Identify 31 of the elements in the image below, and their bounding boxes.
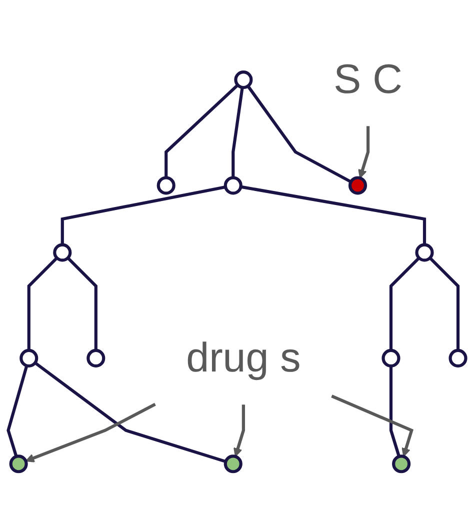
node-circle: [224, 176, 242, 195]
connector: [6, 365, 28, 457]
node-circle: [20, 348, 38, 368]
node-circle: [9, 454, 28, 474]
connector: [240, 185, 426, 245]
node-circle: [392, 454, 411, 474]
node-text: drug s: [186, 336, 301, 381]
node-circle: [348, 176, 368, 195]
connector: [164, 84, 239, 178]
arrow: [331, 394, 414, 457]
arrow: [358, 126, 370, 178]
node-circle: [53, 243, 72, 262]
node-circle: [415, 243, 434, 262]
connector: [34, 362, 226, 464]
connector: [389, 256, 420, 350]
node-circle: [448, 348, 468, 368]
node-circle: [234, 70, 253, 90]
connector: [389, 366, 400, 457]
arrow: [233, 404, 245, 457]
node-circle: [86, 348, 106, 368]
connector: [60, 185, 226, 245]
connector: [27, 256, 58, 350]
connector: [232, 87, 244, 178]
arrow: [25, 402, 156, 462]
node-circle: [382, 348, 400, 368]
connector: [246, 85, 352, 184]
node-text: S C: [334, 57, 402, 102]
node-circle: [224, 454, 242, 474]
node-circle: [156, 176, 176, 195]
connector: [66, 256, 98, 350]
connector: [428, 256, 460, 350]
